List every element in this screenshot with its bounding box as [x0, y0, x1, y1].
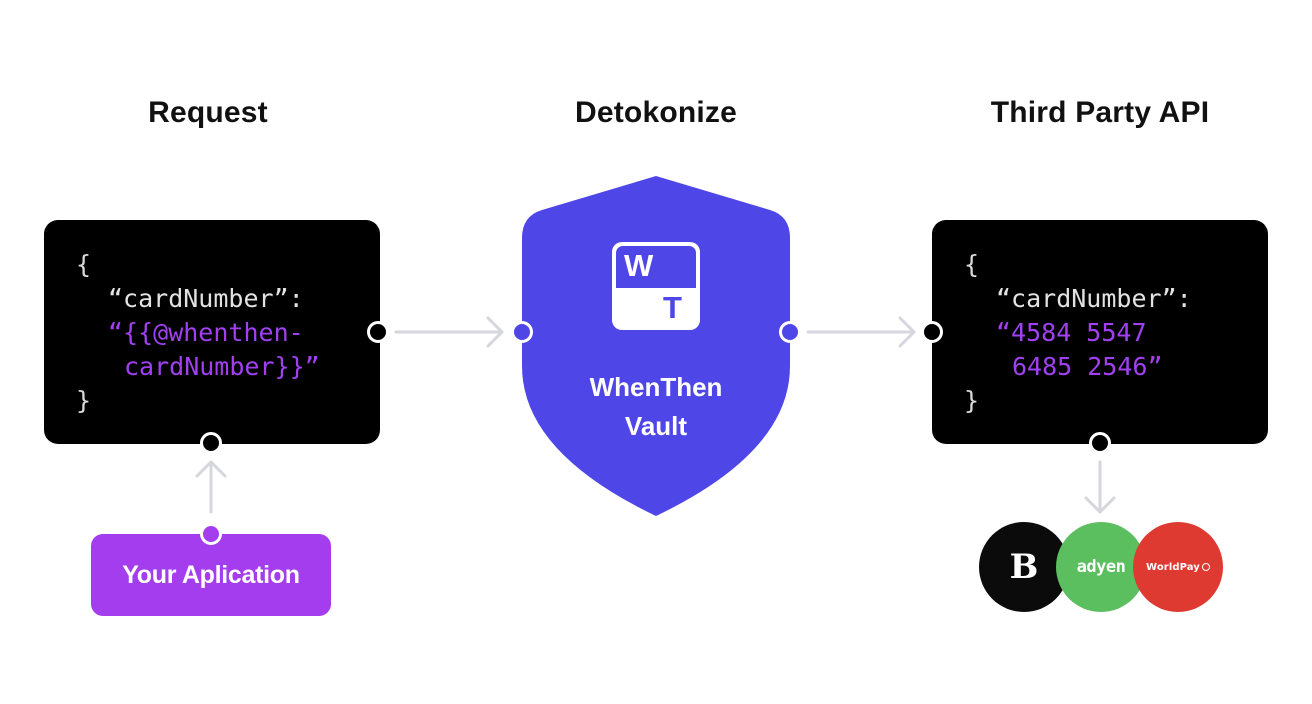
code-open-brace: { [76, 250, 92, 279]
request-bottom-dot [200, 432, 222, 454]
braintree-text: B [1009, 547, 1039, 587]
code-value-line2: cardNumber}}” [124, 352, 320, 381]
braintree-logo: B [979, 522, 1069, 612]
code-close-brace: } [964, 386, 980, 415]
code-value-line2: 6485 2546” [1012, 352, 1163, 381]
vault-label-line1: WhenThen [589, 372, 723, 402]
logo-band [616, 246, 696, 288]
third-party-bottom-dot [1089, 432, 1111, 454]
code-key: “cardNumber”: [108, 284, 304, 313]
worldpay-text: WorldPay [1146, 561, 1200, 573]
logo-letter-t: T [663, 290, 682, 325]
worldpay-mark-icon [1201, 563, 1210, 571]
request-code-box: { “cardNumber”: “{{@whenthen- cardNumber… [44, 220, 380, 444]
code-value-line1: “4584 5547 [996, 318, 1147, 347]
vault-to-third-party-arrow [806, 316, 916, 348]
third-party-code-box: { “cardNumber”: “4584 5547 6485 2546” } [932, 220, 1268, 444]
third-party-to-providers-arrow [1084, 460, 1116, 514]
vault-input-dot [511, 321, 533, 343]
vault-shield [522, 176, 790, 516]
application-top-dot [200, 523, 222, 545]
whenthen-logo: W T [612, 242, 700, 330]
third-party-heading: Third Party API [990, 96, 1210, 129]
vault-output-dot [779, 321, 801, 343]
code-close-brace: } [76, 386, 92, 415]
your-application-button[interactable]: Your Aplication [91, 534, 331, 616]
adyen-logo: adyen [1056, 522, 1146, 612]
your-application-label: Your Aplication [122, 560, 300, 589]
code-value-line1: “{{@whenthen- [108, 318, 304, 347]
request-output-dot [367, 321, 389, 343]
vault-label-line2: Vault [624, 411, 688, 441]
third-party-input-dot [921, 321, 943, 343]
adyen-text: adyen [1076, 557, 1126, 577]
app-to-request-arrow [195, 460, 227, 514]
detokenize-heading: Detokonize [574, 96, 738, 129]
request-heading: Request [148, 96, 268, 129]
request-to-vault-arrow [394, 316, 504, 348]
code-key: “cardNumber”: [996, 284, 1192, 313]
code-open-brace: { [964, 250, 980, 279]
worldpay-logo: WorldPay [1133, 522, 1223, 612]
vault-label: WhenThen Vault [556, 368, 756, 446]
logo-letter-w: W [624, 248, 654, 283]
